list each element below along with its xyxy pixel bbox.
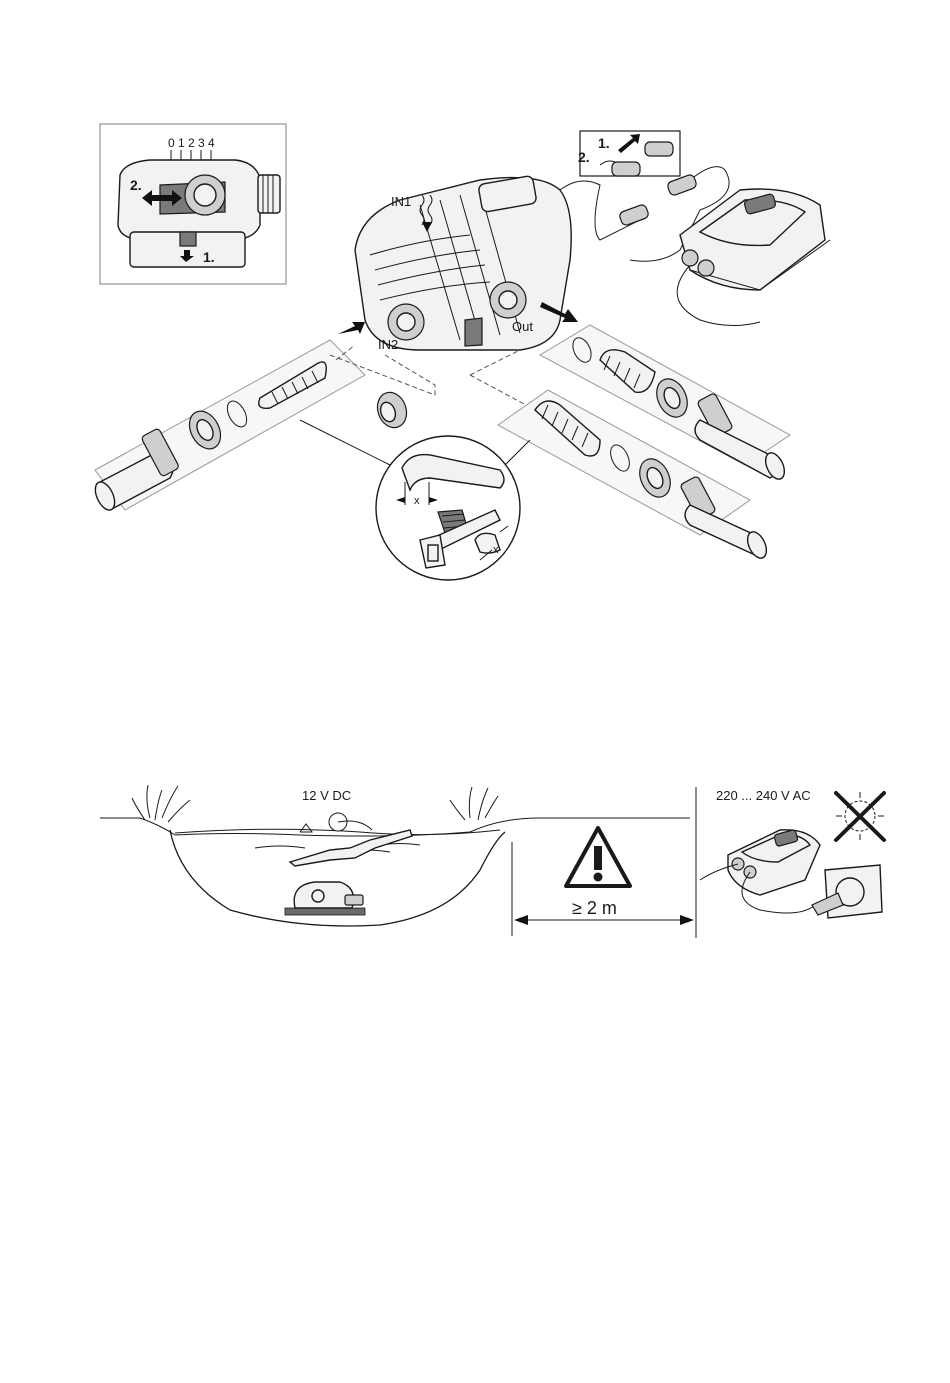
center-nut: [373, 388, 412, 431]
reeds-left: [132, 785, 190, 822]
in2-flow-arrow-icon: [338, 322, 365, 334]
label-220-240v-ac: 220 ... 240 V AC: [716, 788, 811, 803]
plug-connector-a: [645, 142, 673, 156]
outlet-thread: [258, 175, 280, 213]
inset-step-2: 2.: [130, 177, 142, 193]
power-supply-assembly: 1. 2.: [560, 131, 830, 326]
submerged-pump: [285, 882, 365, 915]
warning-triangle-icon: [566, 828, 630, 886]
pump-main: IN1 IN2 Out: [338, 175, 578, 352]
pond-safety-figure: 12 V DC ≥ 2 m 220 ... 240 V AC: [100, 785, 884, 938]
reeds-right: [450, 787, 498, 820]
label-in1: IN1: [391, 194, 411, 209]
connector-step-1: 1.: [598, 135, 610, 151]
assembly-figure: 0 1 2 3 4 2. -: [91, 124, 830, 580]
swimmer-figure: [290, 813, 412, 866]
inset-step-1: 1.: [203, 249, 215, 265]
cutting-detail: x x: [376, 436, 520, 580]
no-sun-icon: [836, 792, 884, 840]
cut-mark-x: x: [414, 495, 420, 507]
inset-minus: -: [186, 249, 191, 265]
scale-3: 3: [198, 136, 205, 150]
label-in2: IN2: [378, 337, 398, 352]
left-hose-set: [91, 340, 365, 513]
cut-mark-x-2: x: [493, 544, 499, 556]
adjustment-inset: 0 1 2 3 4 2. -: [100, 124, 286, 284]
scale-1: 1: [178, 136, 185, 150]
transformer-outdoor: [700, 829, 820, 913]
label-out: Out: [512, 319, 533, 334]
distance-label: ≥ 2 m: [572, 898, 617, 918]
label-12v-dc: 12 V DC: [302, 788, 351, 803]
water-lily-icon: [300, 824, 312, 832]
release-latch: [180, 232, 196, 246]
scale-2: 2: [188, 136, 195, 150]
scale-0: 0: [168, 136, 175, 150]
scale-4: 4: [208, 136, 215, 150]
plug-connector-b: [612, 162, 640, 176]
connector-step-2: 2.: [578, 149, 590, 165]
wall-socket: [812, 865, 882, 918]
